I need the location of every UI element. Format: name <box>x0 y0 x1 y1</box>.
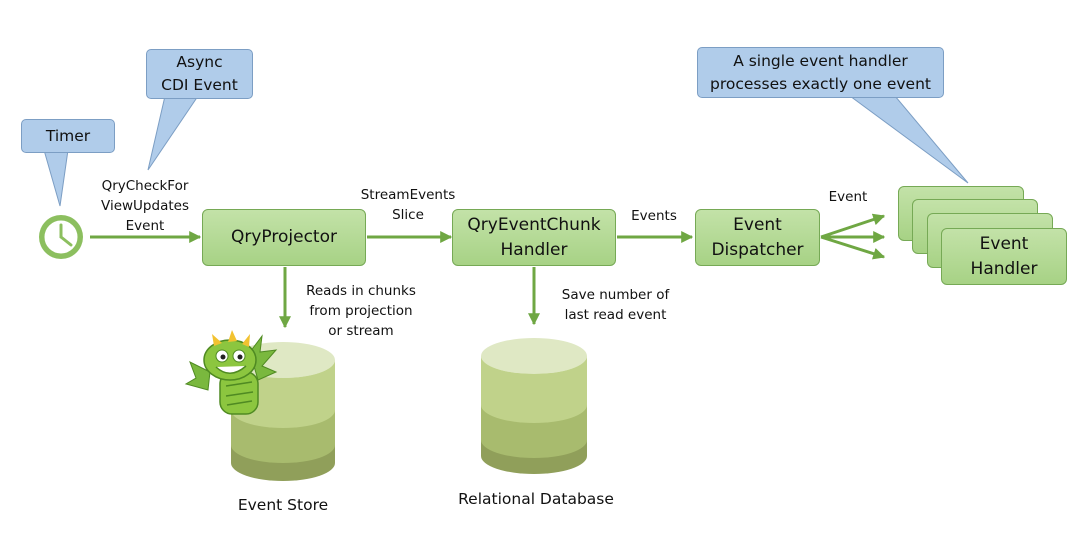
async-cdi-event-callout: Async CDI Event <box>146 49 253 99</box>
event-dispatcher-box: Event Dispatcher <box>695 209 820 266</box>
event-store-label: Event Store <box>237 496 329 514</box>
qry-event-chunk-handler-box: QryEventChunk Handler <box>452 209 616 266</box>
check-for-view-updates-label: QryCheckFor ViewUpdates Event <box>101 178 189 234</box>
async-callout-tail <box>147 95 199 171</box>
dragon-mascot-icon <box>184 330 278 415</box>
clock-icon <box>39 215 83 259</box>
save-number-label: Save number of last read event <box>561 287 670 323</box>
arrow-dispatcher-to-handler-1 <box>820 213 886 239</box>
relational-database-cylinder <box>481 338 587 474</box>
relational-database-label: Relational Database <box>458 490 614 508</box>
reads-in-chunks-label: Reads in chunks from projection or strea… <box>306 283 416 339</box>
timer-callout: Timer <box>21 119 115 153</box>
stream-events-slice-label: StreamEvents Slice <box>360 187 456 223</box>
event-handler-box: Event Handler <box>941 228 1067 285</box>
event-label: Event <box>828 189 868 205</box>
events-label: Events <box>631 208 677 224</box>
single-handler-callout: A single event handler processes exactly… <box>697 47 944 98</box>
timer-callout-tail <box>43 149 69 207</box>
qry-projector-box: QryProjector <box>202 209 366 266</box>
arrow-dispatcher-to-handler-3 <box>820 235 886 260</box>
handler-callout-tail <box>848 95 969 184</box>
